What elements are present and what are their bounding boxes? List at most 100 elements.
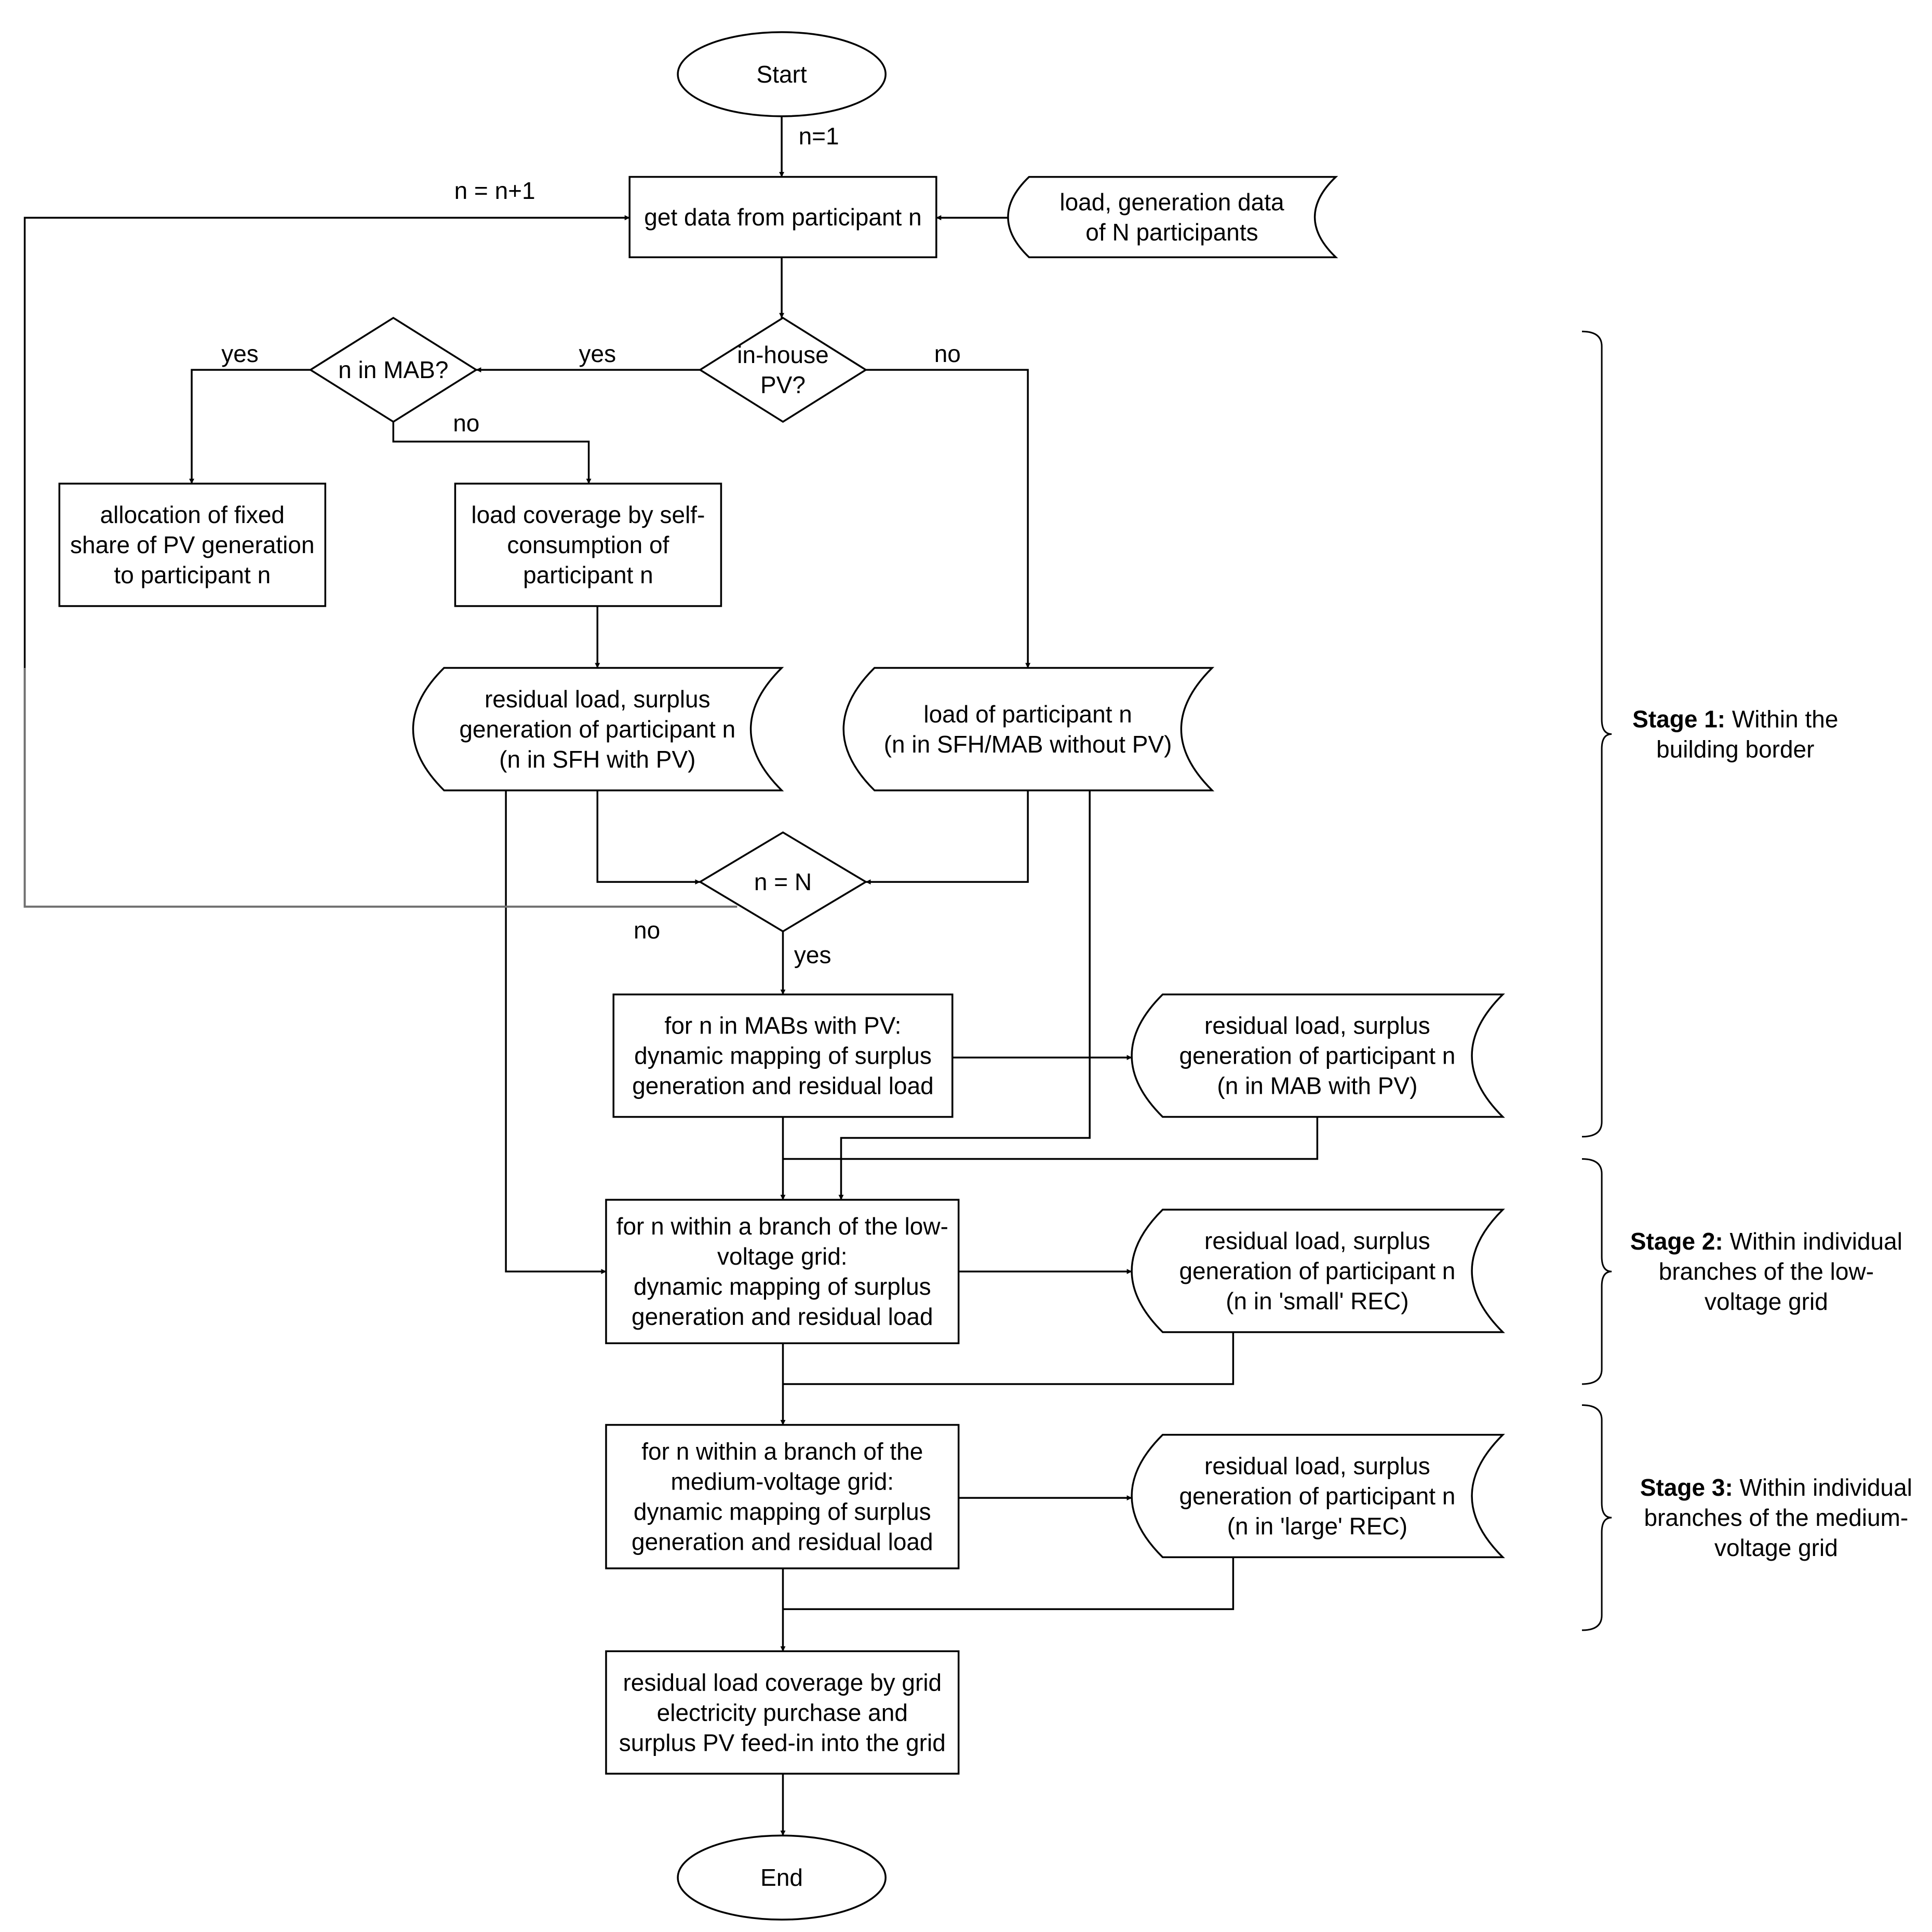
node-mv-mapping: for n within a branch of themedium-volta…	[605, 1424, 960, 1569]
residual-sfh-text-line: residual load, surplus	[485, 686, 710, 713]
residual-small-rec-data-shape	[1131, 1209, 1505, 1333]
residual-large-rec-text-line: (n in 'large' REC)	[1227, 1513, 1407, 1540]
edge-residual-large-merge	[783, 1557, 1235, 1611]
stage-1-first-line: Stage 1: Within the	[1632, 706, 1838, 733]
grid-purchase-text-line: electricity purchase and	[657, 1699, 908, 1726]
node-n-in-mab: n in MAB?	[308, 316, 478, 423]
input-data-text-line: load, generation data	[1059, 189, 1284, 216]
stage-title: Stage 2:	[1630, 1228, 1723, 1255]
load-no-pv-data-shape	[842, 667, 1215, 791]
edge-pv-no-to-load	[866, 369, 1031, 668]
edge-label-loop-yes: yes	[794, 942, 831, 969]
grid-purchase-box	[605, 1650, 960, 1775]
mab-mapping-text-line: dynamic mapping of surplus	[634, 1042, 932, 1069]
node-mab-mapping: for n in MABs with PV: dynamic mapping of…	[612, 994, 954, 1118]
node-self-consumption: load coverage by self-consumption ofpart…	[454, 482, 722, 607]
node-load-no-pv: load of participant n (n in SFH/MAB witho…	[842, 667, 1215, 791]
inhouse-pv-text-line: in-house	[737, 341, 828, 368]
residual-mab-text-line: residual load, surplus	[1204, 1012, 1430, 1039]
mab-mapping-text-line: generation and residual load	[632, 1072, 934, 1099]
edge-load-to-loop	[865, 790, 1029, 885]
mv-mapping-text-line: medium-voltage grid:	[671, 1468, 894, 1495]
stage-description-line: voltage grid	[1705, 1288, 1828, 1315]
node-allocation: allocation of fixed share of PV generatio…	[58, 482, 327, 607]
edge-label-n-init: n=1	[799, 123, 839, 150]
inhouse-pv-decision	[698, 316, 868, 423]
edges-layer	[23, 116, 1319, 1836]
stage-description-line: branches of the low-	[1659, 1258, 1874, 1285]
residual-large-rec-text-line: generation of participant n	[1179, 1483, 1455, 1510]
edge-mab-yes-to-allocation	[189, 369, 311, 484]
residual-sfh-data-shape	[412, 667, 784, 791]
nodes-layer: Start get data from participant n load, ge…	[58, 31, 1505, 1921]
node-n-equals-N: n = N	[698, 831, 868, 933]
mab-mapping-text-line: for n in MABs with PV:	[665, 1012, 902, 1039]
edge-load-bypass-to-lv	[838, 790, 1091, 1200]
mv-mapping-text-line: dynamic mapping of surplus	[634, 1498, 931, 1525]
allocation-text-line: share of PV generation	[70, 531, 315, 558]
stage-description-line: Within individual	[1723, 1228, 1902, 1255]
edge-label-mab-no: no	[453, 410, 479, 437]
input-data-data-shape	[1007, 176, 1338, 259]
residual-small-rec-text-line: generation of participant n	[1179, 1257, 1455, 1284]
residual-small-rec-text-line: residual load, surplus	[1204, 1227, 1430, 1254]
grid-purchase-text-line: residual load coverage by grid	[623, 1669, 942, 1696]
end-text-line: End	[760, 1864, 803, 1891]
n-in-mab-decision	[308, 316, 478, 423]
node-lv-mapping: for n within a branch of the low-voltage…	[605, 1199, 960, 1345]
edge-label-pv-no: no	[934, 340, 961, 367]
inhouse-pv-text-line: PV?	[760, 371, 806, 398]
stage-2-brace	[1582, 1158, 1612, 1385]
start-terminal	[677, 31, 887, 117]
load-no-pv-text-line: load of participant n	[923, 701, 1132, 728]
stage-2-first-line: Stage 2: Within individual	[1630, 1228, 1902, 1255]
input-data-text-line: of N participants	[1085, 219, 1258, 246]
self-consumption-text-line: consumption of	[507, 531, 669, 558]
n-equals-N-decision	[698, 831, 868, 933]
edge-label-n-increment: n = n+1	[454, 177, 535, 204]
stage-3-annotation: Stage 3: Within individual branches of th…	[1582, 1404, 1912, 1631]
load-no-pv-text-line: (n in SFH/MAB without PV)	[884, 731, 1172, 758]
stage-2-annotation: Stage 2: Within individual branches of th…	[1582, 1158, 1902, 1385]
allocation-text-line: allocation of fixed	[100, 501, 285, 528]
mv-mapping-box	[605, 1424, 960, 1569]
lv-mapping-text-line: dynamic mapping of surplus	[634, 1273, 931, 1300]
stage-title: Stage 1:	[1632, 706, 1725, 733]
stage-3-first-line: Stage 3: Within individual	[1640, 1474, 1912, 1501]
node-residual-small-rec: residual load, surplus generation of part…	[1131, 1209, 1505, 1333]
stage-description-line: voltage grid	[1714, 1534, 1838, 1561]
stage-description-line: branches of the medium-	[1644, 1504, 1908, 1531]
residual-mab-text-line: (n in MAB with PV)	[1217, 1072, 1417, 1099]
start-text-line: Start	[757, 61, 807, 88]
node-residual-sfh: residual load, surplus generation of part…	[412, 667, 784, 791]
n-equals-N-text-line: n = N	[754, 868, 812, 895]
edge-label-loop-no: no	[634, 917, 660, 944]
self-consumption-box	[454, 482, 722, 607]
edge-loop-to-get-data	[23, 215, 630, 668]
edge-residual-sfh-to-loop	[596, 790, 701, 885]
mv-mapping-text-line: generation and residual load	[632, 1528, 933, 1555]
residual-sfh-text-line: generation of participant n	[459, 716, 735, 743]
edge-residual-small-merge	[783, 1332, 1235, 1385]
self-consumption-text-line: load coverage by self-	[471, 501, 705, 528]
lv-mapping-text-line: voltage grid:	[717, 1243, 848, 1270]
residual-large-rec-text-line: residual load, surplus	[1204, 1453, 1430, 1480]
node-input-data: load, generation data of N participants	[1007, 176, 1338, 259]
edge-label-pv-yes: yes	[579, 340, 616, 367]
stage-3-brace	[1582, 1404, 1612, 1631]
lv-mapping-text-line: generation and residual load	[632, 1303, 933, 1330]
lv-mapping-text-line: for n within a branch of the low-	[616, 1213, 948, 1240]
stage-1-brace	[1582, 330, 1612, 1138]
get-data-box	[628, 176, 937, 259]
allocation-text-line: to participant n	[114, 561, 271, 588]
mab-mapping-box	[612, 994, 954, 1118]
get-data-text-line: get data from participant n	[644, 204, 921, 231]
node-end: End	[677, 1834, 887, 1921]
end-terminal	[677, 1834, 887, 1921]
edge-loop-no-back	[23, 668, 737, 908]
